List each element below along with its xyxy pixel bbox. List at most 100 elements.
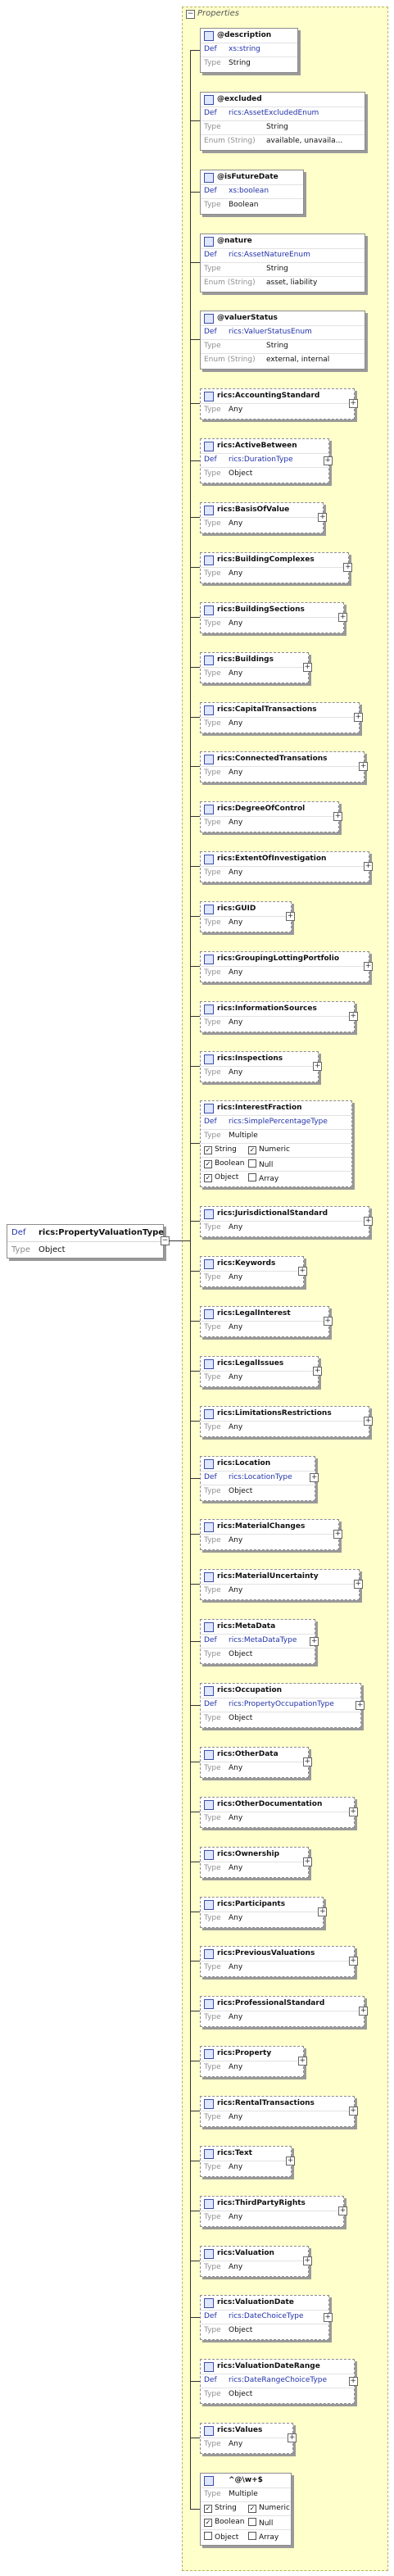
expand-plus-icon[interactable]: + (348, 1011, 358, 1021)
expand-plus-icon[interactable]: + (310, 1636, 319, 1646)
expand-plus-icon[interactable]: + (318, 513, 328, 523)
expand-plus-icon[interactable]: + (286, 2156, 295, 2166)
root-type-label: Type (11, 1245, 30, 1254)
expand-plus-icon[interactable]: + (338, 2206, 348, 2215)
expand-plus-icon[interactable]: + (359, 762, 368, 772)
expand-plus-icon[interactable]: + (364, 1416, 373, 1426)
expand-plus-icon[interactable]: + (348, 1957, 358, 1966)
expand-plus-icon[interactable]: + (302, 2256, 312, 2265)
expand-plus-icon[interactable]: + (348, 399, 358, 409)
expand-plus-icon[interactable]: + (343, 562, 353, 572)
expand-plus-icon[interactable]: + (313, 1061, 323, 1071)
expand-plus-icon[interactable]: + (297, 2057, 307, 2066)
expand-plus-icon[interactable]: + (313, 1366, 323, 1376)
expand-plus-icon[interactable]: + (364, 1217, 373, 1227)
property-icon (204, 1899, 214, 1910)
expand-plus-icon[interactable]: + (286, 911, 295, 921)
expand-plus-icon[interactable]: + (302, 662, 312, 672)
expand-plus-icon[interactable]: + (310, 1473, 319, 1483)
expand-plus-icon[interactable]: + (364, 862, 373, 872)
expand-plus-icon[interactable]: + (288, 2433, 297, 2443)
expand-plus-icon[interactable]: + (348, 2106, 358, 2116)
expand-plus-icon[interactable]: + (353, 1580, 363, 1590)
expand-plus-icon[interactable]: + (302, 1857, 312, 1866)
checkbox-mark (248, 1173, 256, 1182)
row-key-label: Type (204, 1132, 221, 1141)
expand-plus-icon[interactable]: + (297, 1267, 307, 1277)
expand-plus-icon[interactable]: + (323, 2312, 333, 2322)
row-value: Object (229, 2326, 253, 2335)
expand-plus-icon[interactable]: + (333, 1530, 342, 1540)
connector-branch (190, 915, 200, 917)
expand-plus-icon[interactable]: + (348, 1807, 358, 1816)
expand-plus-icon[interactable]: + (333, 812, 342, 822)
connector-branch (190, 1321, 200, 1322)
root-node[interactable]: Def rics:PropertyValuationType Type Obje… (7, 1224, 164, 1259)
expand-plus-icon[interactable]: + (359, 2007, 368, 2016)
expand-plus-icon[interactable]: + (323, 1317, 333, 1326)
row-key-label: Type (204, 1273, 221, 1282)
row-key-label: Type (204, 406, 221, 415)
expand-plus-icon[interactable]: + (338, 612, 348, 622)
panel-collapse-toggle[interactable]: − (186, 10, 195, 19)
expand-plus-icon[interactable]: + (318, 1907, 328, 1916)
expand-plus-icon[interactable]: + (302, 1757, 312, 1766)
checkbox-label: Null (259, 2519, 274, 2528)
expand-plus-icon[interactable]: + (364, 961, 373, 971)
expand-plus-icon[interactable]: + (348, 2376, 358, 2386)
expand-plus-icon[interactable]: + (356, 1700, 365, 1710)
row-key-label: Type (204, 719, 221, 728)
expand-plus-icon[interactable]: + (323, 456, 333, 465)
row-value: rics:GroupingLottingPortfolio (217, 954, 340, 963)
expand-plus-icon[interactable]: + (353, 712, 363, 722)
